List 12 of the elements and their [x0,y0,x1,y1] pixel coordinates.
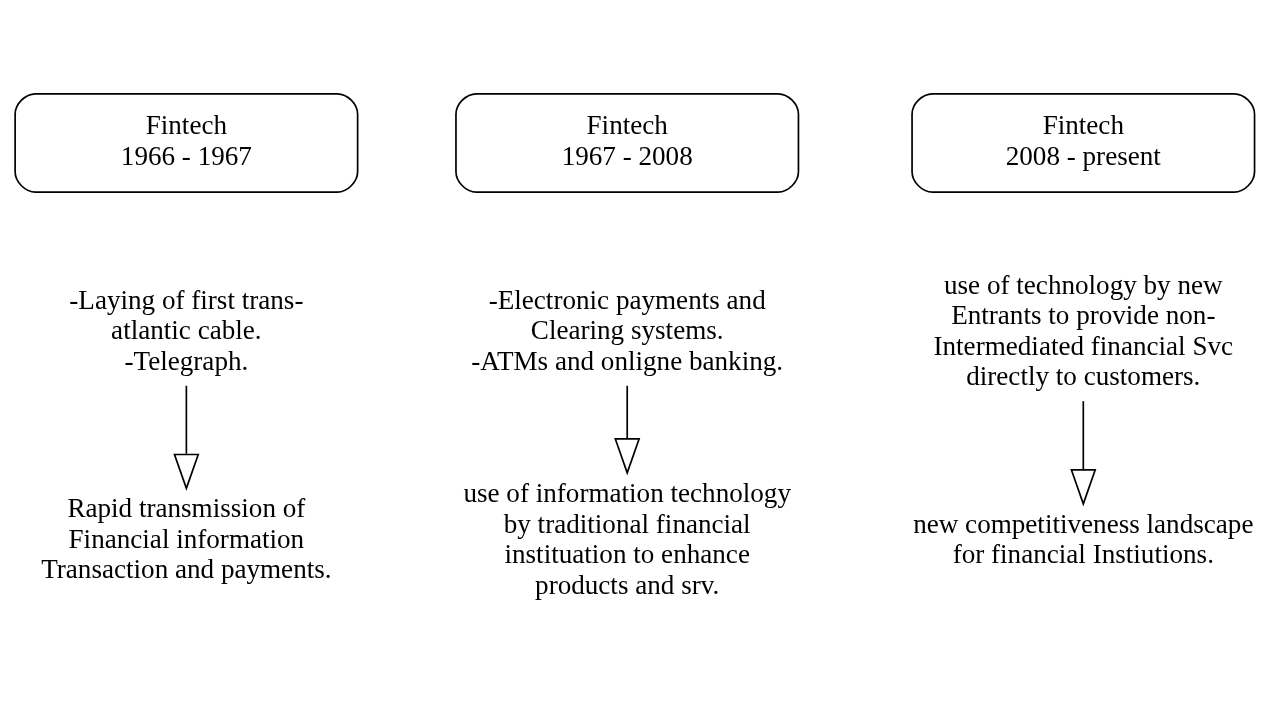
node-text: use of technology by new Entrants to provide non- Intermediated financial Svc directly to customers. [933,269,1234,391]
node-text: use of information technology by traditional financial instituation to enhance products and srv. [463,477,791,600]
node-box: Fintech 2008 - present [911,92,1256,193]
arrow [1070,399,1097,506]
node-box: Fintech 1966 - 1967 [14,92,359,193]
node-box: Fintech 1967 - 2008 [455,92,800,193]
arrow [173,384,200,491]
node-text: Rapid transmission of Financial information Transaction and payments. [41,492,332,584]
node-text: new competitiveness landscape for financial Instiutions. [913,508,1254,569]
node-text: -Electronic payments and Clearing systems. -ATMs and onligne banking. [471,284,784,376]
node-text: -Laying of first trans- atlantic cable. -Telegraph. [69,284,304,376]
arrow [614,384,641,475]
